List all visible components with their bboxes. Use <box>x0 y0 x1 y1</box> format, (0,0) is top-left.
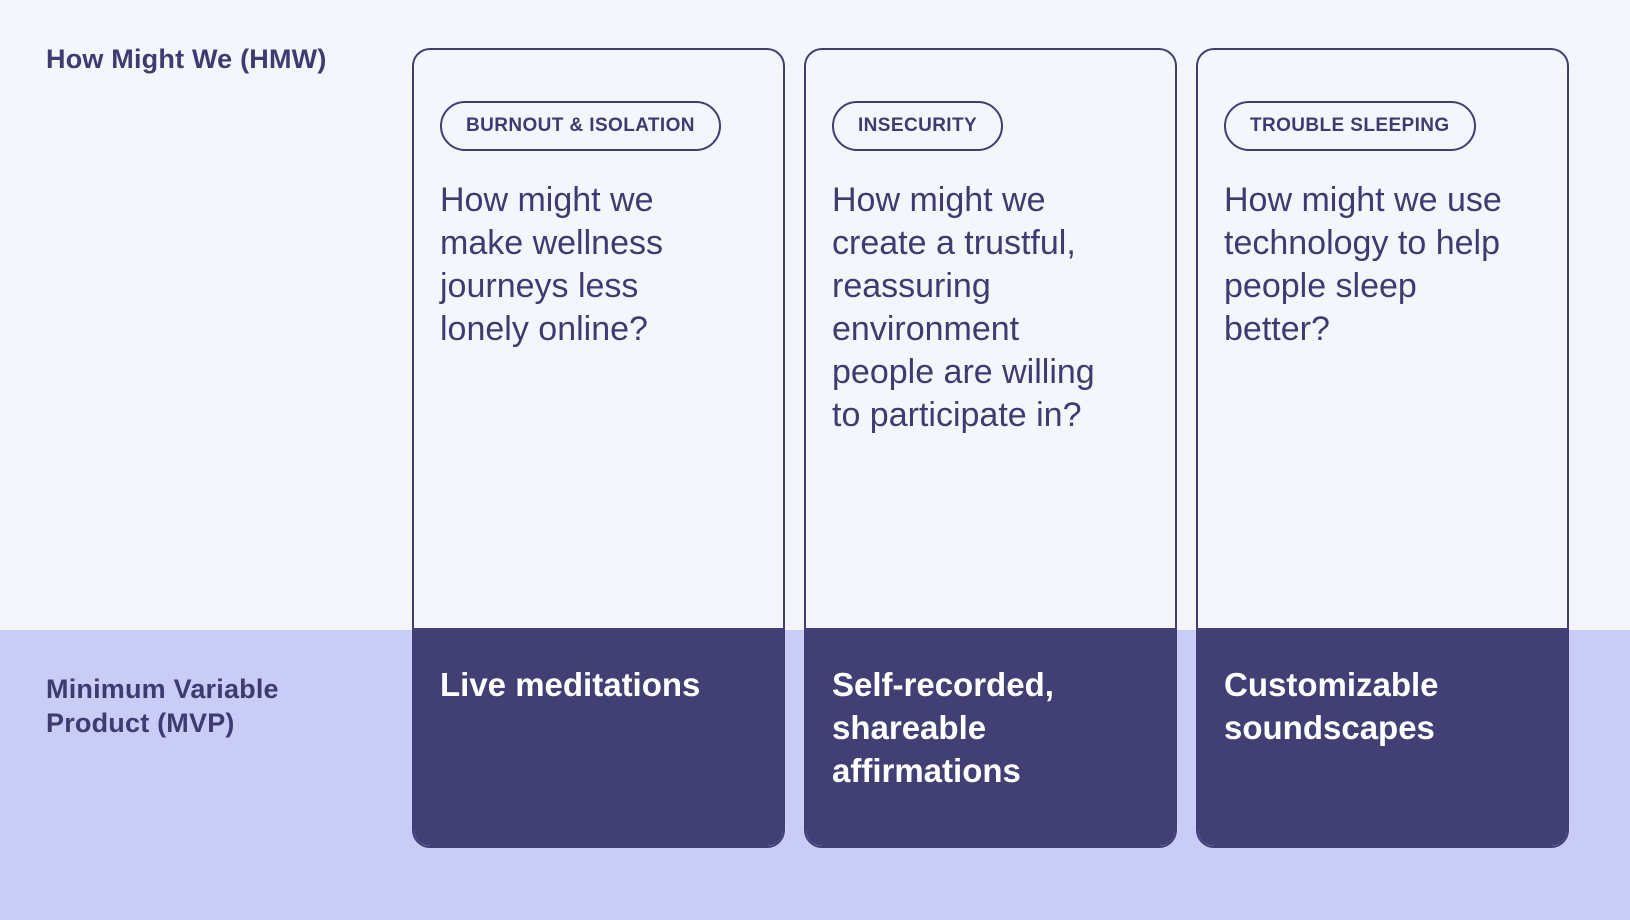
card-hmw-section: INSECURITY How might we create a trustfu… <box>806 50 1175 628</box>
card-mvp-section: Self-recorded, shareable affirmations <box>806 628 1175 846</box>
card-trouble-sleeping: TROUBLE SLEEPING How might we use techno… <box>1196 48 1569 848</box>
hmw-question: How might we use technology to help peop… <box>1224 181 1502 348</box>
mvp-solution: Customizable soundscapes <box>1224 666 1439 746</box>
cards-row: BURNOUT & ISOLATION How might we make we… <box>412 48 1569 848</box>
card-hmw-section: TROUBLE SLEEPING How might we use techno… <box>1198 50 1567 628</box>
theme-badge: INSECURITY <box>832 101 1004 151</box>
card-hmw-section: BURNOUT & ISOLATION How might we make we… <box>414 50 783 628</box>
card-mvp-section: Customizable soundscapes <box>1198 628 1567 846</box>
card-mvp-section: Live meditations <box>414 628 783 846</box>
hmw-question: How might we make wellness journeys less… <box>440 181 663 348</box>
mvp-row-label: Minimum Variable Product (MVP) <box>46 674 279 738</box>
theme-badge: BURNOUT & ISOLATION <box>440 101 721 151</box>
theme-badge: TROUBLE SLEEPING <box>1224 101 1476 151</box>
card-burnout-isolation: BURNOUT & ISOLATION How might we make we… <box>412 48 785 848</box>
card-insecurity: INSECURITY How might we create a trustfu… <box>804 48 1177 848</box>
hmw-row-label: How Might We (HMW) <box>46 44 327 74</box>
mvp-solution: Live meditations <box>440 666 701 703</box>
mvp-solution: Self-recorded, shareable affirmations <box>832 666 1054 789</box>
hmw-question: How might we create a trustful, reassuri… <box>832 181 1095 434</box>
